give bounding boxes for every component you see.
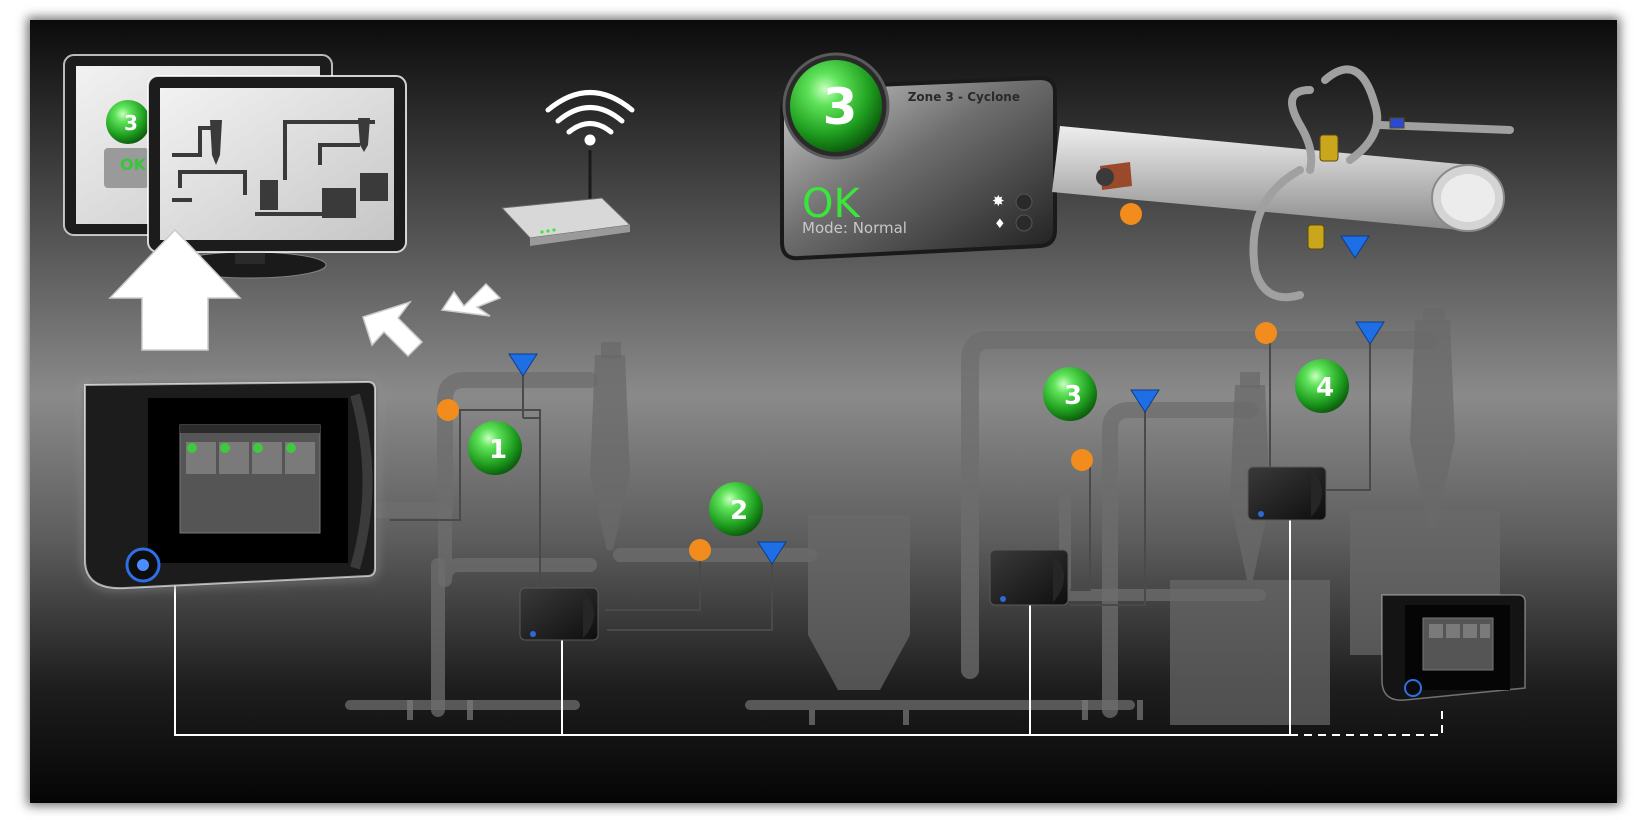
- valve-triangle-icon: [1355, 321, 1385, 345]
- arrow-up-icon: [108, 228, 242, 351]
- sensor-markers: [437, 203, 1277, 561]
- secondary-control-unit[interactable]: [1381, 594, 1526, 701]
- pipe-section: [1052, 126, 1505, 232]
- svg-text:4: 4: [1316, 373, 1334, 403]
- arrow-to-router-icon: [362, 300, 424, 358]
- svg-text:OK: OK: [120, 155, 147, 174]
- valve-markers: [508, 235, 1385, 565]
- valve-hoses: [1249, 65, 1514, 302]
- indicator-drop-icon: ♦: [994, 217, 1006, 232]
- monitor-schematic-shapes: [172, 118, 388, 218]
- sensor-dot-icon: [1120, 203, 1142, 225]
- system-diagram: 1 2 3 4: [30, 20, 1617, 803]
- sensor-dot-icon: [437, 399, 459, 421]
- zone-badge-2[interactable]: 2: [709, 482, 763, 536]
- svg-text:1: 1: [489, 435, 507, 465]
- screen-zone-tiles: [186, 442, 315, 474]
- valve-triangle-icon: [757, 541, 787, 565]
- zone-badge-3[interactable]: 3: [1043, 367, 1097, 421]
- diagram-canvas: 1 2 3 4: [63, 52, 1526, 736]
- signal-wiring: [390, 333, 1371, 631]
- zone-controller-3[interactable]: [1247, 466, 1327, 521]
- arrow-from-router-icon: [440, 282, 502, 317]
- floor-supports: [407, 700, 1143, 725]
- indicator-light-icon: ✸: [992, 192, 1005, 210]
- zone-badge-1[interactable]: 1: [468, 421, 522, 475]
- zone-controller-2[interactable]: [989, 549, 1069, 606]
- network-lines: [174, 520, 1443, 736]
- valve-bodies: [1307, 117, 1405, 250]
- svg-text:3: 3: [1064, 381, 1082, 411]
- zone-panel-title: Zone 3 - Cyclone: [908, 90, 1020, 104]
- zone-controller-1[interactable]: [519, 587, 599, 641]
- sensor-dot-icon: [689, 539, 711, 561]
- wifi-icon: [545, 90, 635, 146]
- monitor-schematic: [172, 120, 375, 195]
- monitor-front[interactable]: [147, 75, 407, 253]
- zone-badge-4[interactable]: 4: [1295, 359, 1349, 413]
- valve-triangle-icon: [508, 353, 538, 377]
- svg-text:3: 3: [823, 78, 858, 136]
- zone-panel-status: OK: [802, 181, 861, 227]
- svg-text:2: 2: [730, 496, 748, 526]
- valve-triangle-icon: [1130, 389, 1160, 413]
- zone-status-panel[interactable]: 3 Zone 3 - Cyclone OK Mode: Normal ✸ ♦: [780, 52, 1057, 261]
- svg-text:3: 3: [124, 111, 138, 135]
- zone-panel-mode: Mode: Normal: [802, 219, 907, 237]
- sensor-dot-icon: [1071, 449, 1093, 471]
- sensor-dot-icon: [1255, 322, 1277, 344]
- main-unit-screen[interactable]: [179, 424, 321, 534]
- router-icon[interactable]: [500, 150, 632, 246]
- valve-triangle-icon: [1340, 235, 1370, 259]
